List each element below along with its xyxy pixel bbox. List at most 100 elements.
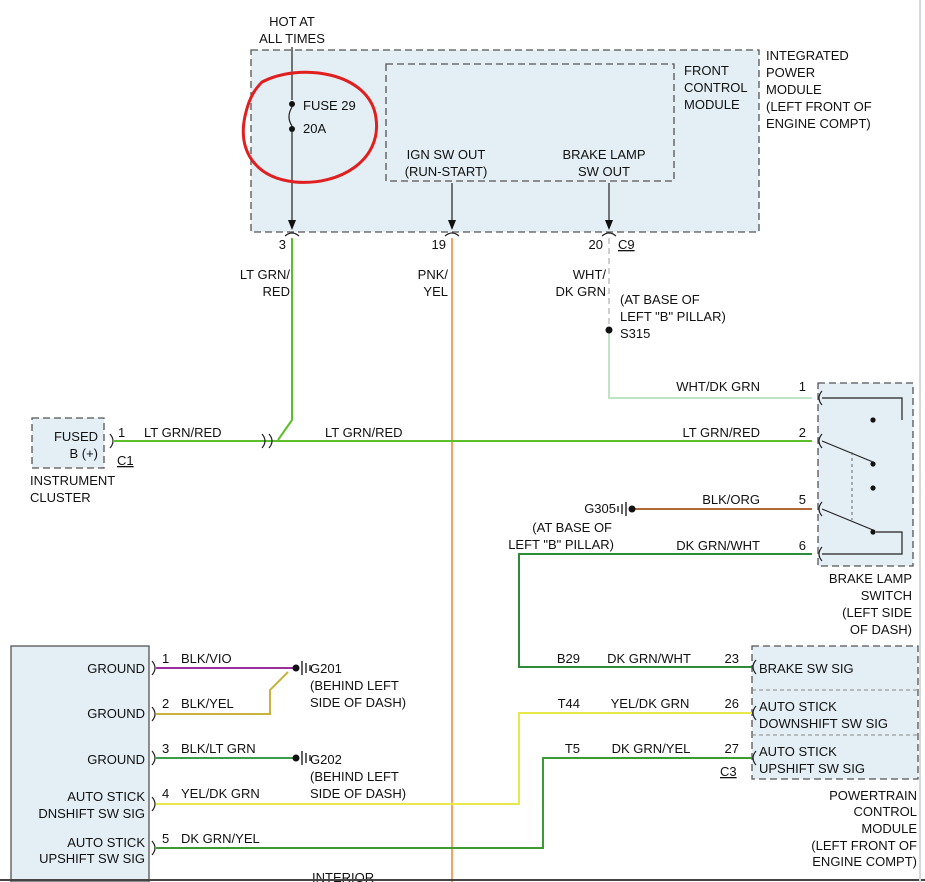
switch-module-box — [10, 645, 150, 882]
ground-wires: G201 (BEHIND LEFT SIDE OF DASH) G202 (BE… — [156, 661, 406, 801]
g305-dot — [628, 505, 636, 513]
sm-wire-5: DK GRN/YEL — [181, 831, 260, 846]
pcm-cavity-t44: T44 — [558, 696, 580, 711]
wire-lt-grn-red-label-c: LT GRN/RED — [682, 425, 760, 440]
ipm-name-line-5: ENGINE COMPT) — [766, 116, 871, 131]
brake-switch-pin-5: 5 — [799, 492, 806, 507]
cluster-bplus-label: B (+) — [69, 446, 98, 461]
wire-dk-grn-wht-label-top: DK GRN/WHT — [676, 538, 760, 553]
pcm-name-1: POWERTRAIN — [829, 788, 917, 803]
sm-wire-1: BLK/VIO — [181, 651, 232, 666]
fcm-line-1: FRONT — [684, 63, 729, 78]
ipm-name-line-1: INTEGRATED — [766, 48, 849, 63]
pcm-cavity-b29: B29 — [557, 651, 580, 666]
sm-wire-4: YEL/DK GRN — [181, 786, 260, 801]
sw-out-label: SW OUT — [578, 164, 630, 179]
wire-wht-dk-grn-h-label: WHT/DK GRN — [676, 379, 760, 394]
powertrain-control-module: B29 DK GRN/WHT 23 BRAKE SW SIG T44 YEL/D… — [557, 645, 919, 869]
sm-label-upshift-2: UPSHIFT SW SIG — [39, 851, 145, 866]
pcm-cavity-t5: T5 — [565, 741, 580, 756]
sm-pin-4: 4 — [162, 786, 169, 801]
brake-switch-name-2: SWITCH — [861, 588, 912, 603]
ipm-wires: LT GRN/ RED PNK/ YEL WHT/ DK GRN (AT BAS… — [240, 238, 812, 882]
fcm-line-3: MODULE — [684, 97, 740, 112]
wire-wht-dk-grn-label-2: DK GRN — [555, 284, 606, 299]
brake-pin-6-connector-icon — [818, 546, 823, 562]
pcm-pin-23: 23 — [725, 651, 739, 666]
pcm-name-5: ENGINE COMPT) — [812, 854, 917, 869]
brake-lamp-switch: 1 2 5 6 BRAKE LAMP SWITCH (LEFT SIDE OF … — [799, 379, 914, 637]
sm-pin-5-connector-icon — [151, 840, 156, 856]
switch-top-trace — [822, 397, 903, 420]
pcm-connector-c3: C3 — [720, 764, 737, 779]
pin-20-connector-icon — [601, 232, 617, 237]
switch-blade-1 — [821, 440, 874, 463]
pcm-wire-label-3: DK GRN/YEL — [612, 741, 691, 756]
g305-ground: G305 BLK/ORG (AT BASE OF LEFT "B" PILLAR… — [508, 492, 812, 552]
switch-contact-d — [870, 529, 876, 535]
pcm-label-upshift-2: UPSHIFT SW SIG — [759, 761, 865, 776]
sm-label-dnshift-1: AUTO STICK — [67, 789, 145, 804]
g305-note-1: (AT BASE OF — [532, 520, 612, 535]
instrument-cluster: FUSED B (+) 1 C1 INSTRUMENT CLUSTER — [30, 417, 134, 505]
brake-pin-5-connector-icon — [818, 501, 823, 517]
g201-note-2: SIDE OF DASH) — [310, 695, 406, 710]
fuse-rating: 20A — [303, 121, 326, 136]
wire-blk-yel — [156, 671, 289, 715]
brake-switch-name-4: OF DASH) — [850, 622, 912, 637]
fuse-terminal-top — [289, 101, 295, 107]
dk-grn-wht-circuit: DK GRN/WHT — [518, 538, 812, 668]
pcm-label-brake-sw-sig: BRAKE SW SIG — [759, 661, 854, 676]
cluster-connector-icon — [109, 433, 114, 449]
pcm-label-upshift-1: AUTO STICK — [759, 744, 837, 759]
brake-lamp-out-label: BRAKE LAMP — [562, 147, 645, 162]
brake-switch-pin-6: 6 — [799, 538, 806, 553]
ipm-name-line-4: (LEFT FRONT OF — [766, 99, 872, 114]
pcm-wire-label-1: DK GRN/WHT — [607, 651, 691, 666]
run-start-label: (RUN-START) — [405, 164, 488, 179]
g202-note-1: (BEHIND LEFT — [310, 769, 399, 784]
sm-label-ground-3: GROUND — [87, 752, 145, 767]
wire-dk-grn-yel — [156, 757, 752, 849]
integrated-power-module: HOT AT ALL TIMES INTEGRATED POWER MODULE… — [241, 14, 872, 252]
pcm-pin-26: 26 — [725, 696, 739, 711]
g201-ground-icon — [301, 661, 311, 675]
brake-switch-pin-2: 2 — [799, 425, 806, 440]
sm-pin-2-connector-icon — [151, 706, 156, 722]
sm-pin-4-connector-icon — [151, 796, 156, 812]
wire-blk-org-label: BLK/ORG — [702, 492, 760, 507]
splice-s315-dot — [605, 326, 613, 334]
pin-20-arrow-icon — [605, 220, 613, 230]
pin-3-label: 3 — [279, 237, 286, 252]
sm-label-dnshift-2: DNSHIFT SW SIG — [38, 806, 145, 821]
sm-pin-3: 3 — [162, 741, 169, 756]
pcm-name-2: CONTROL — [853, 804, 917, 819]
brake-pin-1-connector-icon — [818, 390, 823, 406]
sm-wire-2: BLK/YEL — [181, 696, 234, 711]
sm-pin-2: 2 — [162, 696, 169, 711]
lt-grn-red-horizontal: LT GRN/RED LT GRN/RED LT GRN/RED — [113, 425, 812, 449]
pcm-pin-27: 27 — [725, 741, 739, 756]
pcm-wire-label-2: YEL/DK GRN — [611, 696, 690, 711]
pin-19-label: 19 — [432, 237, 446, 252]
s315-note-1: (AT BASE OF — [620, 292, 700, 307]
front-control-module-box — [385, 63, 675, 182]
inline-connector-icon — [261, 433, 273, 449]
s315-note-2: LEFT "B" PILLAR) — [620, 309, 726, 324]
brake-switch-pin-1: 1 — [799, 379, 806, 394]
switch-contact-b — [870, 461, 876, 467]
sm-pin-5: 5 — [162, 831, 169, 846]
cluster-name-line-1: INSTRUMENT — [30, 473, 115, 488]
pcm-name-3: MODULE — [861, 821, 917, 836]
pcm-pin-27-connector-icon — [752, 750, 757, 766]
sm-pin-1-connector-icon — [151, 660, 156, 676]
signal-wires — [156, 712, 752, 849]
pin-19-arrow-icon — [448, 220, 456, 230]
sm-pin-1: 1 — [162, 651, 169, 666]
pin-19-connector-icon — [444, 232, 460, 237]
sm-pin-3-connector-icon — [151, 750, 156, 766]
g202-dot — [292, 754, 300, 762]
cluster-connector: C1 — [117, 453, 134, 468]
sm-label-ground-1: GROUND — [87, 661, 145, 676]
